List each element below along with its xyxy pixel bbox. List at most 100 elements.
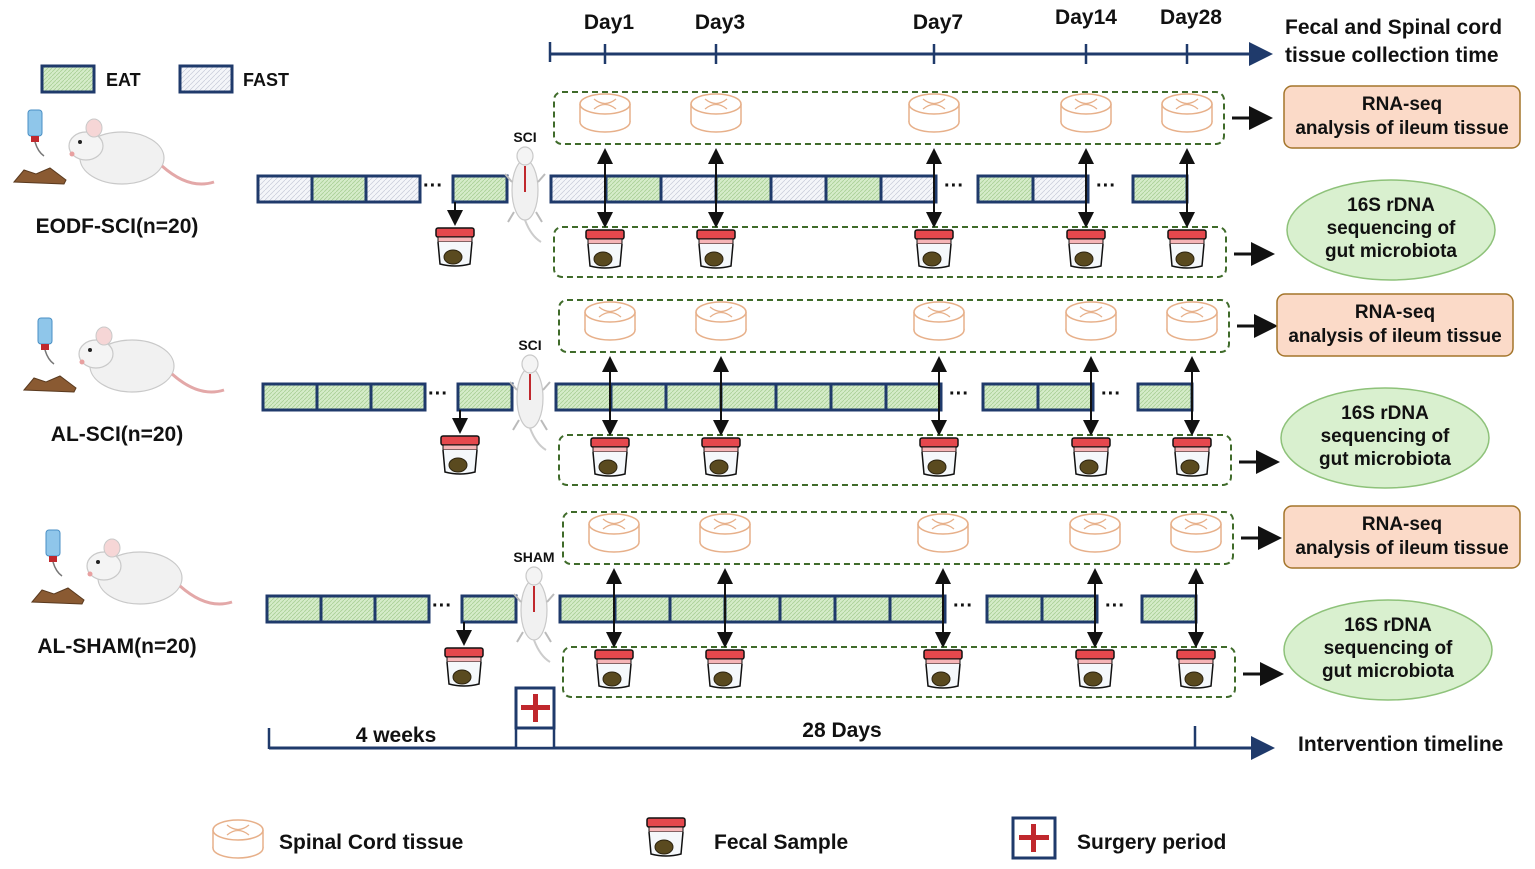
post-period-label: 28 Days: [802, 719, 881, 742]
spinal-cord-tissue-icon: [579, 93, 631, 133]
fecal-sample-icon: [440, 435, 480, 475]
eat-block: [613, 594, 672, 624]
eat-block: [714, 174, 773, 204]
eat-block: [261, 382, 319, 412]
spinal-cord-tissue-icon: [584, 301, 636, 341]
eat-block: [829, 382, 888, 412]
fast-legend-label: FAST: [243, 70, 289, 90]
fecal-collection-box: [553, 226, 1227, 278]
fecal-sample-icon: [1071, 437, 1111, 477]
mouse-illustration: [12, 109, 215, 186]
eat-block: [319, 594, 377, 624]
surgery-period-icon: [1011, 816, 1057, 860]
mouse-illustration: [30, 529, 233, 606]
intervention-timeline-title: Intervention timeline: [1298, 733, 1503, 756]
fecal-sample-icon: [1176, 649, 1216, 689]
spinal-cord-tissue-icon: [1065, 301, 1117, 341]
rdna-seq-ellipse: [1283, 599, 1493, 701]
spinal-cord-tissue-icon: [917, 513, 969, 553]
fecal-sample-icon: [914, 229, 954, 269]
fecal-sample-icon: [701, 437, 741, 477]
day-label: Day28: [1160, 6, 1222, 29]
surgery-legend-label: Surgery period: [1077, 831, 1226, 854]
symbol-legend: Spinal Cord tissue Fecal Sample Surgery …: [212, 816, 1226, 860]
mouse-illustration: [22, 317, 225, 394]
eat-block: [824, 174, 883, 204]
rdna-seq-ellipse: [1280, 387, 1490, 489]
eat-block: [1136, 382, 1194, 412]
spinal-collection-box: [558, 299, 1230, 353]
ellipsis: ···: [428, 383, 448, 405]
surgery-period-marker: [514, 686, 556, 730]
spinal-cord-tissue-icon: [1170, 513, 1222, 553]
fecal-sample-icon: [585, 229, 625, 269]
fast-block: [769, 174, 828, 204]
spinal-legend-label: Spinal Cord tissue: [279, 831, 463, 854]
rna-seq-box: [1276, 293, 1514, 357]
day-label: Day3: [695, 11, 745, 34]
rna-seq-box: [1283, 505, 1521, 569]
rdna-seq-text: gut microbiota: [1322, 661, 1454, 682]
rdna-seq-text: gut microbiota: [1325, 241, 1457, 262]
ellipsis: ···: [432, 595, 452, 617]
eat-block: [1140, 594, 1198, 624]
rdna-seq-text: sequencing of: [1327, 218, 1456, 239]
rna-seq-title: RNA-seq: [1362, 514, 1442, 535]
rdna-seq-ellipse: [1286, 179, 1496, 281]
eat-block: [265, 594, 323, 624]
fecal-sample-icon: [444, 647, 484, 687]
eat-block: [888, 594, 947, 624]
spinal-cord-tissue-icon: [699, 513, 751, 553]
eat-block: [833, 594, 892, 624]
surgery-label: SCI: [513, 129, 536, 145]
rna-seq-desc: analysis of ileum tissue: [1288, 326, 1501, 347]
eat-block: [554, 382, 613, 412]
ellipsis: ···: [953, 595, 973, 617]
eat-block: [664, 382, 723, 412]
fecal-sample-icon: [923, 649, 963, 689]
spinal-cord-tissue-icon: [690, 93, 742, 133]
eat-block: [604, 174, 663, 204]
fecal-sample-icon: [1066, 229, 1106, 269]
fast-legend-swatch: [178, 64, 234, 94]
group-label: AL-SHAM(n=20): [37, 635, 196, 658]
spinal-cord-tissue-icon: [1069, 513, 1121, 553]
eat-block: [668, 594, 727, 624]
fecal-sample-icon: [594, 649, 634, 689]
fecal-sample-icon: [1075, 649, 1115, 689]
fecal-sample-icon: [1167, 229, 1207, 269]
eat-block: [774, 382, 833, 412]
fecal-sample-icon: [435, 227, 475, 267]
eat-block: [460, 594, 518, 624]
eat-block: [884, 382, 943, 412]
spinal-cord-tissue-icon: [1060, 93, 1112, 133]
intervention-timeline: 4 weeks 28 Days Intervention timeline: [267, 686, 1503, 760]
spinal-cord-tissue-icon: [588, 513, 640, 553]
pre-period-label: 4 weeks: [356, 724, 437, 747]
day-label: Day7: [913, 11, 963, 34]
ellipsis: ···: [1096, 175, 1116, 197]
spinal-cord-tissue-icon: [908, 93, 960, 133]
group-0: EODF-SCI(n=20)···SCI······RNA-seqanalysi…: [12, 85, 1521, 281]
ellipsis: ···: [1101, 383, 1121, 405]
surgery-label: SHAM: [513, 549, 554, 565]
eat-block: [451, 174, 509, 204]
spinal-cord-tissue-icon: [1166, 301, 1218, 341]
fecal-legend-label: Fecal Sample: [714, 831, 848, 854]
surgery-mouse-illustration: [509, 354, 551, 451]
day-label: Day14: [1055, 6, 1117, 29]
surgery-mouse-illustration: [504, 146, 546, 243]
fecal-sample-icon: [590, 437, 630, 477]
spinal-cord-tissue-icon: [913, 301, 965, 341]
eat-legend-label: EAT: [106, 70, 141, 90]
spinal-collection-box: [562, 511, 1234, 565]
eat-block: [985, 594, 1044, 624]
collection-axis-title-line2: tissue collection time: [1285, 44, 1499, 67]
fecal-sample-icon: [705, 649, 745, 689]
eat-block: [981, 382, 1040, 412]
group-label: AL-SCI(n=20): [51, 423, 183, 446]
eat-block: [778, 594, 837, 624]
eat-block: [976, 174, 1035, 204]
